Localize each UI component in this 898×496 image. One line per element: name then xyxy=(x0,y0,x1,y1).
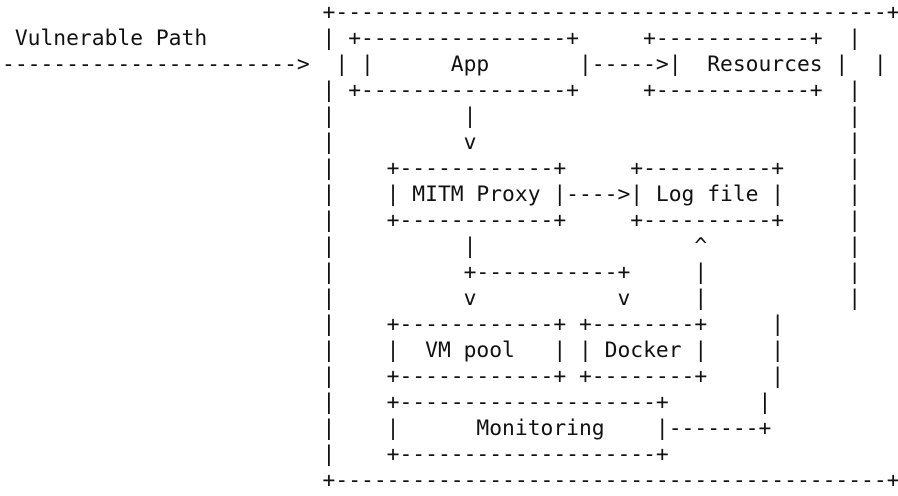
ascii-architecture-diagram: +---------------------------------------… xyxy=(2,0,898,493)
ascii-art-block: +---------------------------------------… xyxy=(2,0,898,493)
